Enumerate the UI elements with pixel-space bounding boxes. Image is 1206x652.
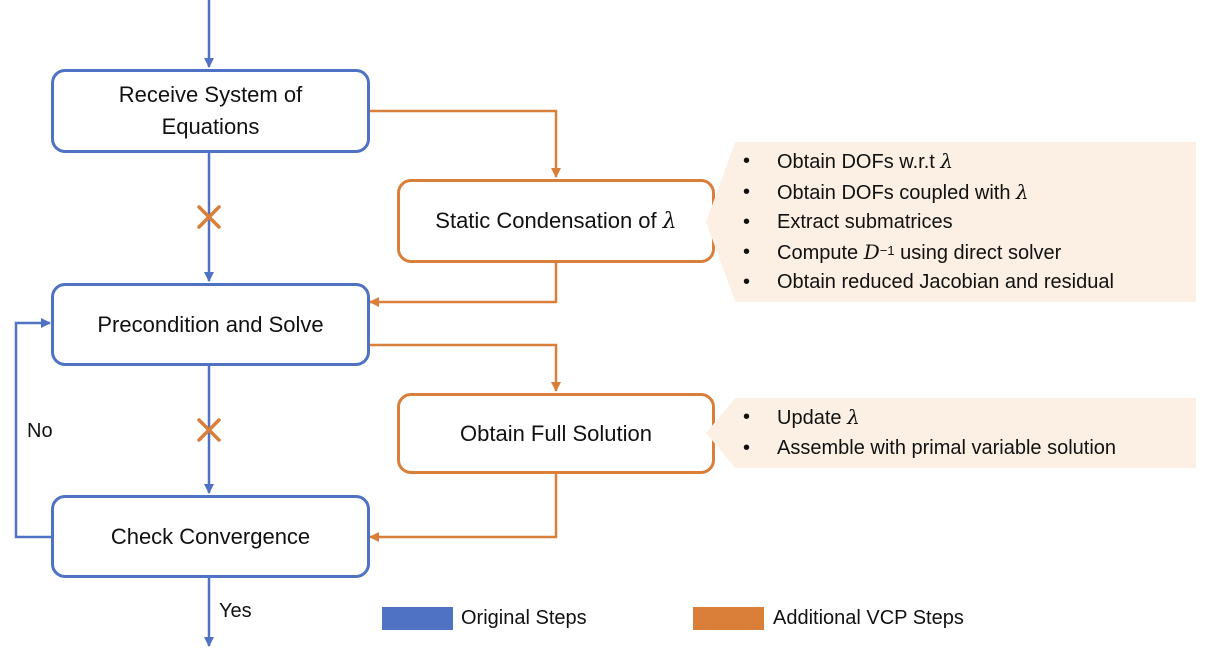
full-solution-box: Obtain Full Solution (397, 393, 715, 474)
arrow-fullsolution-to-check (369, 474, 558, 542)
condensation-steps-callout: Obtain DOFs w.r.t λ Obtain DOFs coupled … (706, 142, 1196, 302)
solution-steps-list: Update λ Assemble with primal variable s… (743, 403, 1116, 463)
yes-label: Yes (219, 600, 252, 622)
check-convergence-box: Check Convergence (51, 495, 370, 578)
legend-label-original: Original Steps (461, 607, 587, 629)
static-condensation-box: Static Condensation of λ (397, 179, 715, 263)
cross-icon (197, 418, 221, 442)
precondition-solve-label: Precondition and Solve (97, 311, 324, 337)
legend-label-additional: Additional VCP Steps (773, 607, 964, 629)
arrow-receive-to-condensation (370, 109, 561, 178)
list-item: Obtain reduced Jacobian and residual (743, 268, 1114, 298)
lambda-symbol: λ (662, 208, 677, 234)
legend-swatch-original (382, 607, 453, 630)
full-solution-label: Obtain Full Solution (460, 420, 652, 446)
arrow-precondition-to-fullsolution (370, 343, 561, 392)
list-item: Obtain DOFs w.r.t λ (743, 147, 1114, 178)
arrow-condensation-to-precondition (369, 263, 558, 307)
list-item: Assemble with primal variable solution (743, 434, 1116, 464)
list-item: Obtain DOFs coupled with λ (743, 178, 1114, 209)
cross-icon (197, 205, 221, 229)
list-item: Extract submatrices (743, 208, 1114, 238)
precondition-solve-box: Precondition and Solve (51, 283, 370, 366)
list-item: Compute D−1 using direct solver (743, 238, 1114, 269)
legend-swatch-additional (693, 607, 764, 630)
no-label: No (27, 420, 53, 442)
static-condensation-label: Static Condensation of (435, 207, 663, 233)
arrow-loop-back (14, 318, 52, 539)
condensation-steps-list: Obtain DOFs w.r.t λ Obtain DOFs coupled … (743, 147, 1114, 298)
receive-system-label-line2: Equations (161, 114, 260, 139)
receive-system-label-line1: Receive System of (118, 82, 303, 107)
list-item: Update λ (743, 403, 1116, 434)
receive-system-box: Receive System of Equations (51, 69, 370, 153)
solution-steps-callout: Update λ Assemble with primal variable s… (706, 398, 1196, 468)
check-convergence-label: Check Convergence (110, 523, 311, 549)
